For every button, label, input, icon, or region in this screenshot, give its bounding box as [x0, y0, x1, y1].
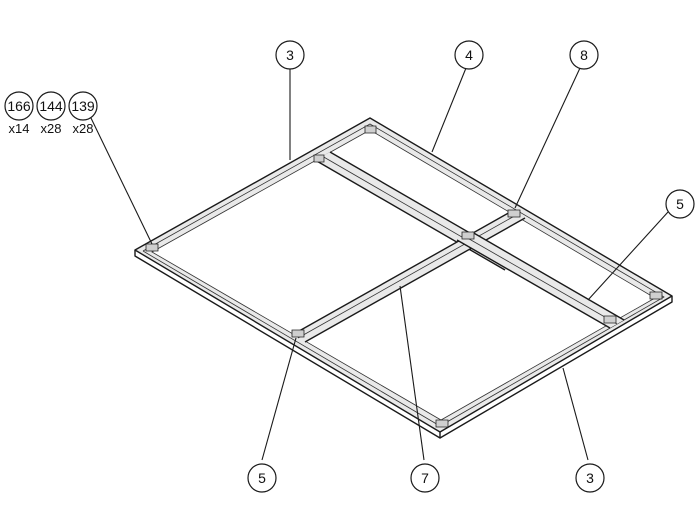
hardware-callouts: 166 x14 144 x28 139 x28 [4, 91, 98, 136]
hardware-quantity: x28 [73, 121, 94, 136]
hardware-balloon-166: 166 [4, 91, 34, 121]
corner-bracket [145, 243, 159, 252]
hardware-part-number: 166 [7, 98, 31, 114]
hardware-part-number: 139 [71, 98, 95, 114]
corner-bracket [313, 154, 325, 163]
cross-rail-5-groove [463, 235, 618, 325]
hardware-balloon-144: 144 [36, 91, 66, 121]
corner-bracket [364, 125, 377, 134]
leader-top-4 [431, 67, 467, 153]
leader-hardware [89, 115, 153, 245]
long-middle-rail-groove [297, 213, 519, 339]
cross-rail-5-edge-a [456, 239, 611, 329]
callout-number: 3 [586, 470, 594, 486]
corner-bracket [507, 209, 521, 218]
frame-thickness-right [439, 296, 673, 439]
leader-right-5 [587, 211, 669, 301]
corner-bracket [649, 291, 663, 300]
frame-assembly [134, 117, 673, 439]
leader-lines [89, 67, 669, 461]
corner-bracket [461, 231, 475, 240]
frame-thickness-left [134, 250, 441, 439]
callout-5-right: 5 [665, 189, 695, 219]
leader-bottom-5 [261, 337, 297, 461]
callout-number: 5 [258, 470, 266, 486]
frame-groove-outer [142, 123, 665, 427]
hardware-quantity: x28 [41, 121, 62, 136]
callout-number: 7 [421, 470, 429, 486]
callout-7: 7 [410, 463, 440, 493]
corner-bracket [603, 315, 617, 324]
long-middle-rail [292, 211, 525, 342]
callout-number: 8 [580, 47, 588, 63]
callout-8: 8 [569, 40, 599, 70]
long-middle-rail-edge-a [291, 210, 513, 336]
corner-bracket [291, 329, 305, 338]
cross-rail-5-edge-b [471, 231, 625, 321]
corner-bracket [435, 419, 449, 428]
leader-bottom-3 [562, 367, 589, 461]
callout-4: 4 [454, 40, 484, 70]
callout-3-bottom: 3 [575, 463, 605, 493]
callout-number: 3 [286, 47, 294, 63]
long-middle-rail-edge-b [304, 217, 526, 343]
hardware-part-number: 144 [39, 98, 63, 114]
leader-bottom-7 [399, 285, 425, 461]
hardware-balloon-139: 139 [68, 91, 98, 121]
callout-5-bottom: 5 [247, 463, 277, 493]
callout-3-top: 3 [275, 40, 305, 70]
callout-number: 5 [676, 196, 684, 212]
leader-top-8 [514, 67, 581, 209]
hardware-quantity: x14 [9, 121, 30, 136]
callout-number: 4 [465, 47, 473, 63]
top-cross-rail-edge-a [314, 159, 506, 271]
